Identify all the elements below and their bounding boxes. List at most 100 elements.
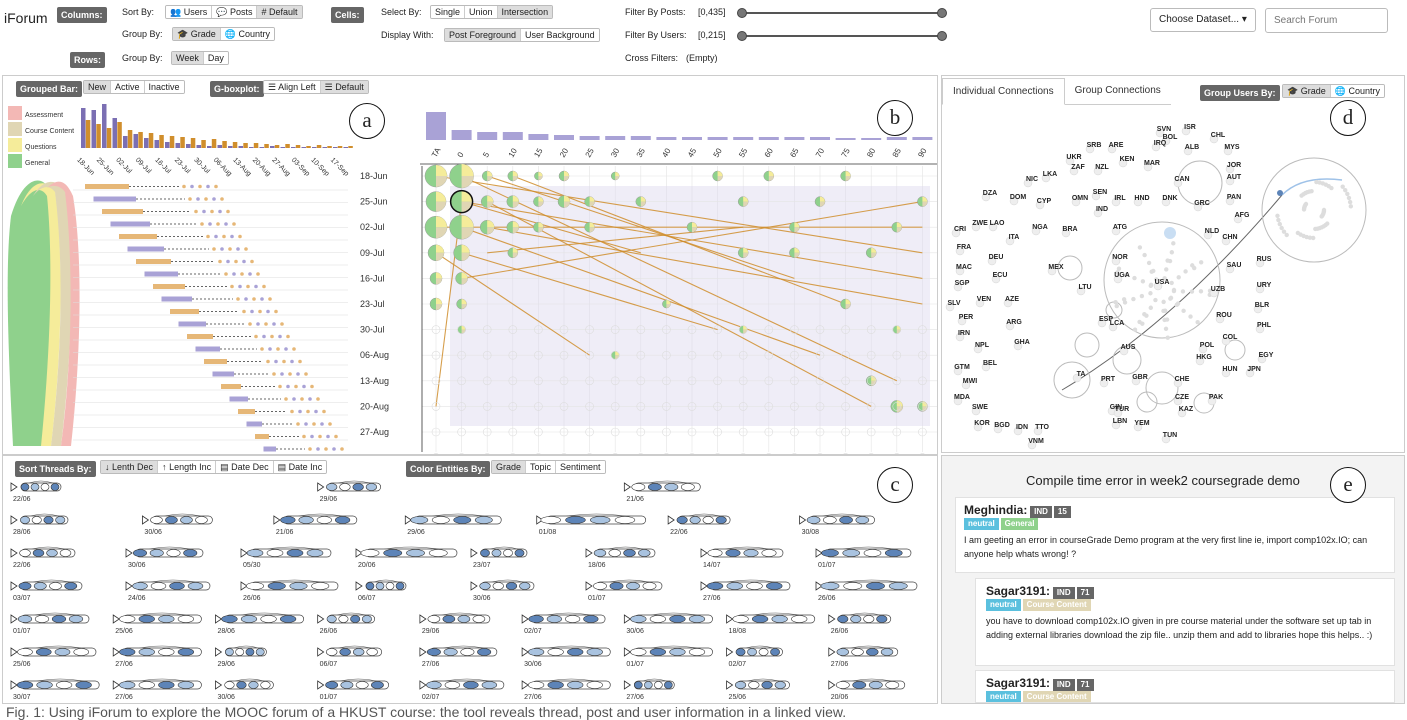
sort-length-inc-button[interactable]: ↑ Length Inc — [158, 461, 217, 473]
post-node — [119, 681, 136, 689]
post-node — [132, 582, 148, 590]
outlier — [198, 184, 202, 189]
sort-length-dec-button[interactable]: ↓ Lenth Dec — [101, 461, 159, 473]
users-slider-max-handle[interactable] — [937, 31, 947, 41]
posts-slider[interactable] — [737, 8, 947, 18]
cell-glyph — [610, 171, 620, 181]
box — [161, 296, 192, 302]
users-slider[interactable] — [737, 31, 947, 41]
group-country-button[interactable]: 🌐 Country — [220, 28, 274, 40]
thread-date: 02/07 — [422, 694, 440, 701]
thread-start — [240, 581, 248, 591]
connection-edge — [461, 201, 641, 254]
sort-default-button[interactable]: # Default — [257, 6, 302, 18]
country-node — [1085, 144, 1095, 154]
bar-inactive-button[interactable]: Inactive — [144, 81, 184, 93]
select-single-button[interactable]: Single — [431, 6, 466, 18]
empty-cell — [636, 427, 646, 437]
posts-slider-max-handle[interactable] — [937, 8, 947, 18]
col-label: 90 — [916, 146, 929, 159]
thread-date: 27/06 — [831, 661, 849, 668]
choose-dataset-button[interactable]: Choose Dataset... ▾ — [1150, 8, 1256, 32]
user-dot — [1171, 288, 1177, 294]
users-country-button[interactable]: 🌐 Country — [1330, 85, 1384, 97]
empty-cell — [918, 325, 927, 334]
country-label: LCA — [1110, 320, 1124, 327]
row-label: 13-Aug — [360, 376, 389, 386]
post-username[interactable]: Meghindia: — [964, 503, 1028, 517]
tab-group-connections[interactable]: Group Connections — [1064, 78, 1171, 105]
cell-glyph — [558, 170, 570, 182]
empty-cell — [482, 427, 492, 437]
col-label: 35 — [635, 146, 648, 159]
legend-swatch — [8, 138, 22, 152]
post-node — [586, 648, 603, 656]
color-topic-button[interactable]: Topic — [526, 461, 557, 473]
rows-week-button[interactable]: Week — [172, 52, 204, 64]
col-label: 30 — [609, 146, 622, 159]
tab-individual-connections[interactable]: Individual Connections — [942, 78, 1065, 105]
search-input[interactable] — [1265, 8, 1388, 33]
gbox-default-button[interactable]: ☰ Default — [320, 81, 368, 93]
country-label: AUS — [1121, 344, 1136, 351]
outlier — [288, 372, 292, 376]
country-cluster — [1103, 221, 1221, 339]
sort-date-inc-button[interactable]: ▤ Date Inc — [273, 461, 327, 473]
sort-posts-button[interactable]: 💬 Posts — [212, 6, 258, 18]
display-post-foreground-button[interactable]: Post Foreground — [445, 29, 522, 41]
thread-date: 02/07 — [729, 661, 747, 668]
display-user-background-button[interactable]: User Background — [521, 29, 599, 41]
color-grade-button[interactable]: Grade — [492, 461, 527, 473]
country-node — [1183, 146, 1193, 156]
post-username[interactable]: Sagar3191: — [986, 676, 1051, 690]
post-node — [50, 483, 60, 491]
rows-day-button[interactable]: Day — [203, 52, 228, 64]
post-node — [820, 582, 840, 590]
select-intersection-button[interactable]: Intersection — [497, 6, 553, 18]
outlier — [210, 209, 214, 214]
selected-cell — [449, 189, 474, 214]
country-node — [1027, 440, 1037, 450]
country-label: LTU — [1078, 284, 1091, 291]
country-node — [1207, 396, 1217, 406]
post-node — [626, 582, 640, 590]
color-sentiment-button[interactable]: Sentiment — [556, 461, 605, 473]
histogram-bar — [758, 137, 779, 140]
bar-new-button[interactable]: New — [84, 81, 112, 93]
group-grade-button[interactable]: 🎓 Grade — [173, 28, 221, 40]
sort-date-dec-button[interactable]: ▤ Date Dec — [216, 461, 274, 473]
post-node — [158, 681, 175, 689]
highlight-user — [1164, 227, 1176, 239]
legend-label: General — [25, 160, 50, 167]
post-node — [443, 648, 458, 656]
bar-active-button[interactable]: Active — [111, 81, 145, 93]
cell-glyph — [425, 191, 447, 212]
post-node — [365, 483, 378, 491]
thread-start — [240, 548, 248, 558]
empty-cell — [508, 402, 518, 411]
cell-glyph — [456, 298, 467, 310]
empty-cell — [482, 350, 492, 360]
thread-start — [10, 680, 18, 690]
country-node — [1193, 202, 1203, 212]
sort-users-button[interactable]: 👥 Users — [166, 6, 213, 18]
country-node — [1173, 178, 1183, 188]
user-dot — [1114, 303, 1119, 309]
post-username[interactable]: Sagar3191: — [986, 584, 1051, 598]
posts-slider-min-handle[interactable] — [737, 8, 747, 18]
post-node — [547, 648, 564, 656]
select-union-button[interactable]: Union — [465, 6, 498, 18]
gbox-align-left-button[interactable]: ☰ Align Left — [264, 81, 321, 93]
country-label: GBR — [1132, 374, 1148, 381]
thread-start — [470, 548, 478, 558]
users-grade-button[interactable]: 🎓 Grade — [1283, 85, 1331, 97]
users-slider-min-handle[interactable] — [737, 31, 747, 41]
country-label: DEU — [989, 254, 1004, 261]
bar-new — [165, 142, 170, 148]
